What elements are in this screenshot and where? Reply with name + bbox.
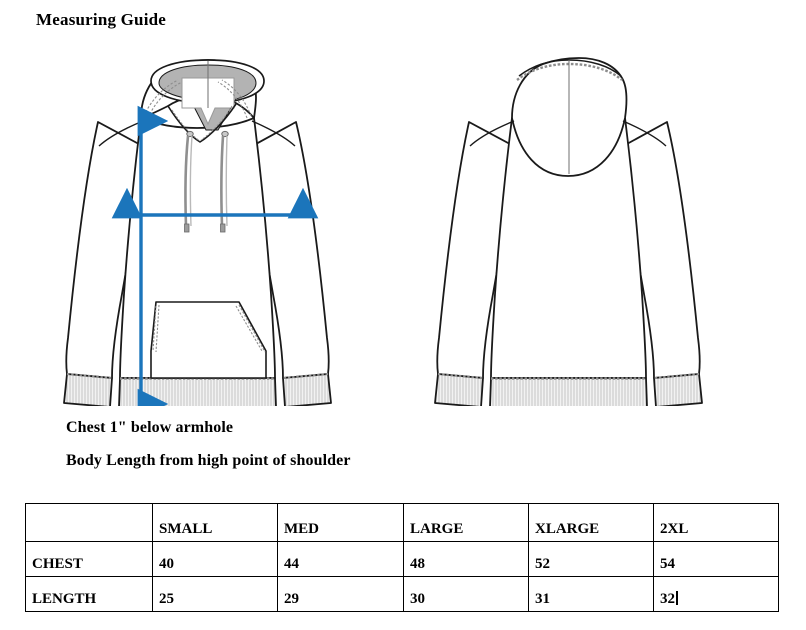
row-label-length: LENGTH	[25, 576, 153, 612]
header-cell-large: LARGE	[403, 503, 529, 542]
hoodie-back-view	[434, 57, 703, 406]
header-cell-med: MED	[277, 503, 404, 542]
cell-chest-xlarge[interactable]: 52	[528, 541, 654, 577]
cell-chest-large[interactable]: 48	[403, 541, 529, 577]
text-cursor	[676, 591, 678, 605]
header-cell-blank	[25, 503, 153, 542]
row-label-chest: CHEST	[25, 541, 153, 577]
note-chest-measurement: Chest 1" below armhole	[66, 419, 234, 436]
table-row: CHEST 40 44 48 52 54	[25, 541, 779, 577]
cell-chest-small[interactable]: 40	[152, 541, 278, 577]
cell-length-large[interactable]: 30	[403, 576, 529, 612]
header-cell-2xl: 2XL	[653, 503, 779, 542]
hoodie-front-view	[63, 59, 332, 406]
header-cell-xlarge: XLARGE	[528, 503, 654, 542]
size-chart-table: SMALL MED LARGE XLARGE 2XL CHEST 40 44 4…	[25, 503, 779, 612]
cell-chest-med[interactable]: 44	[277, 541, 404, 577]
measurement-arrows	[111, 105, 319, 406]
cell-length-2xl[interactable]: 32	[653, 576, 779, 612]
cell-length-2xl-text: 32	[660, 591, 675, 607]
cell-length-med[interactable]: 29	[277, 576, 404, 612]
header-cell-small: SMALL	[152, 503, 278, 542]
cell-length-xlarge[interactable]: 31	[528, 576, 654, 612]
table-header-row: SMALL MED LARGE XLARGE 2XL	[25, 503, 779, 542]
cell-chest-2xl[interactable]: 54	[653, 541, 779, 577]
table-row: LENGTH 25 29 30 31 32	[25, 576, 779, 612]
page-title: Measuring Guide	[36, 10, 167, 29]
note-length-measurement: Body Length from high point of shoulder	[66, 452, 351, 469]
measuring-guide-illustration	[0, 26, 806, 406]
cell-length-small[interactable]: 25	[152, 576, 278, 612]
